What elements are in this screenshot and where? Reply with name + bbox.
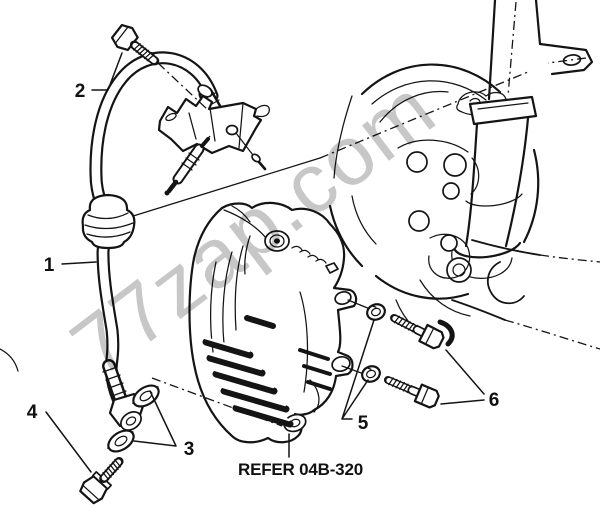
callout-6: 6 <box>489 390 500 411</box>
lock-washers <box>361 303 386 383</box>
strut <box>451 0 594 279</box>
bracket-bolt <box>110 23 209 111</box>
edge-line <box>0 348 19 372</box>
backing-plate <box>328 63 540 300</box>
hose-bracket <box>157 94 270 155</box>
caliper-mounting-bolts <box>384 314 445 409</box>
caliper-body <box>188 201 358 444</box>
caliper-fins <box>202 315 332 428</box>
callout-4: 4 <box>27 402 38 423</box>
suspension-arms <box>451 239 600 350</box>
leader-lines <box>45 52 485 473</box>
bolt-axis-lower <box>341 365 365 375</box>
reference-note: REFER 04B-320 <box>238 460 363 479</box>
banjo-axis-line <box>151 377 283 427</box>
bolt-axis-upper <box>347 299 371 310</box>
hose-locating-line <box>129 157 321 218</box>
bracket-screw <box>235 132 267 171</box>
hose-grommet <box>81 193 136 250</box>
callout-5: 5 <box>358 413 369 434</box>
bleeder-valve <box>162 135 211 197</box>
banjo-bolt <box>79 456 124 505</box>
sealing-washers <box>107 384 160 453</box>
callout-2: 2 <box>75 81 86 102</box>
callout-3: 3 <box>184 439 195 460</box>
steering-knuckle <box>395 139 480 347</box>
callout-1: 1 <box>44 255 55 276</box>
